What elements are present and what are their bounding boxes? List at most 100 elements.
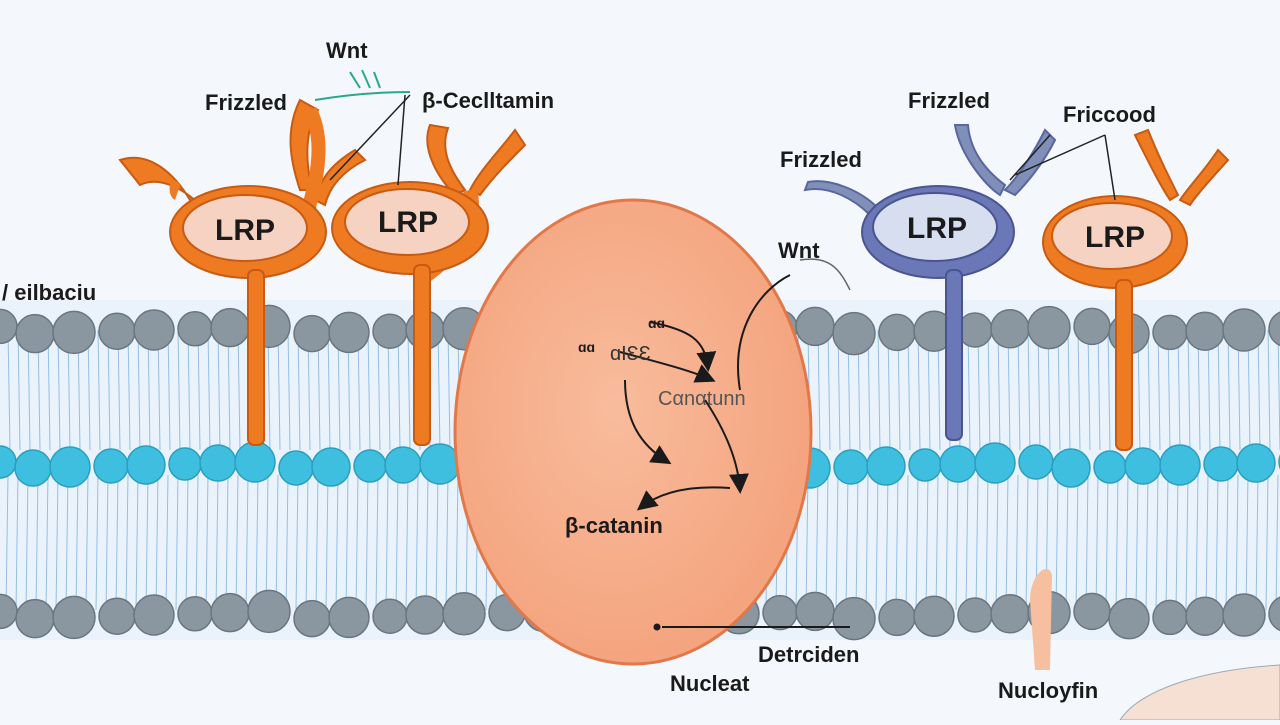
lrp-label-4: LRP <box>1085 221 1145 254</box>
lipid-head <box>1073 307 1111 346</box>
frizzled-label-right: Frizzled <box>780 147 862 172</box>
lipid-tail <box>425 474 429 611</box>
lipid-tail <box>377 329 381 451</box>
small-label-3: ɑIƐƐ <box>610 343 651 365</box>
lipid-head <box>419 443 461 485</box>
lipid-tail <box>845 474 849 611</box>
lipid-head <box>1236 443 1276 483</box>
lipid-tail <box>125 474 129 611</box>
lipid-head <box>795 306 835 347</box>
lipid-tail <box>1255 474 1259 611</box>
frizzled-label-right-top: Frizzled <box>908 88 990 113</box>
lipid-tail <box>267 329 271 451</box>
lipid-tail <box>907 329 911 451</box>
lipid-tail <box>1025 474 1029 611</box>
lipid-tail <box>995 474 999 611</box>
lipid-tail <box>865 474 869 611</box>
lipid-tail <box>1145 474 1149 611</box>
lipid-head <box>939 445 977 483</box>
lipid-tail <box>445 474 449 611</box>
lipid-tail <box>1085 474 1089 611</box>
frizzled-receptor-left-1 <box>118 98 367 446</box>
lipid-tail <box>1047 329 1051 451</box>
lipid-tail <box>1107 329 1111 451</box>
lipid-tail <box>877 329 881 451</box>
lipid-tail <box>155 474 159 611</box>
lipid-tail <box>1265 474 1269 611</box>
lipid-tail <box>105 474 109 611</box>
frizzled-receptor-left-2 <box>331 123 527 446</box>
lipid-head <box>353 449 387 483</box>
lipid-tail <box>1217 329 1221 451</box>
lipid-tail <box>1135 474 1139 611</box>
lipid-tail <box>97 329 101 451</box>
lipid-tail <box>57 329 61 451</box>
lipid-tail <box>1065 474 1069 611</box>
lipid-tail <box>225 474 229 611</box>
lipid-tail <box>955 474 959 611</box>
lipid-head <box>15 598 55 639</box>
lipid-tail <box>1157 329 1161 451</box>
lipid-head <box>14 449 52 487</box>
lipid-tail <box>837 329 841 451</box>
lipid-tail <box>935 474 939 611</box>
lipid-tail <box>817 329 821 451</box>
lipid-tail <box>1077 329 1081 451</box>
lipid-tail <box>255 474 259 611</box>
lipid-head <box>1222 308 1266 352</box>
lipid-head <box>199 444 237 482</box>
lipid-head <box>15 313 55 354</box>
lipid-tail <box>327 329 331 451</box>
lipid-tail <box>375 474 379 611</box>
lipid-tail <box>75 474 79 611</box>
lipid-head <box>247 589 291 634</box>
lipid-tail <box>885 474 889 611</box>
small-label-2: ɑɑ <box>578 339 595 355</box>
lipid-head <box>1185 596 1225 636</box>
lipid-head <box>1051 448 1091 488</box>
lipid-head <box>210 307 250 348</box>
lipid-tail <box>325 474 329 611</box>
lipid-tail <box>1015 474 1019 611</box>
lipid-tail <box>1227 329 1231 451</box>
lipid-head <box>52 310 96 355</box>
nucleus <box>453 198 813 666</box>
lipid-tail <box>1005 474 1009 611</box>
lipid-tail <box>385 474 389 611</box>
lipid-head <box>52 595 96 640</box>
lower-protein-shape <box>1030 569 1052 670</box>
lipid-tail <box>65 474 69 611</box>
lipid-tail <box>365 474 369 611</box>
lipid-tail <box>25 474 29 611</box>
lipid-head <box>990 309 1030 349</box>
lipid-head <box>372 598 408 634</box>
lipid-head <box>384 446 422 484</box>
lipid-head <box>98 597 136 635</box>
nuclogfin-label: Nucloyfin <box>998 678 1098 703</box>
lipid-tail <box>1037 329 1041 451</box>
lipid-tail <box>297 329 301 451</box>
lipid-tail <box>237 329 241 451</box>
lipid-head <box>833 449 869 485</box>
lipid-tail <box>235 474 239 611</box>
frizzled-label-left: Frizzled <box>205 90 287 115</box>
lipid-tail <box>915 474 919 611</box>
lipid-head <box>1159 444 1201 486</box>
lipid-head <box>957 312 993 348</box>
lipid-tail <box>825 474 829 611</box>
lipid-tail <box>85 474 89 611</box>
lipid-tail <box>827 329 831 451</box>
lipid-tail <box>925 474 929 611</box>
lipid-tail <box>1055 474 1059 611</box>
wnt-label-right: Wnt <box>778 238 820 263</box>
lipid-tail <box>1115 474 1119 611</box>
lipid-tail <box>287 329 291 451</box>
lipid-head <box>990 594 1030 634</box>
wnt-label-top: Wnt <box>326 38 368 63</box>
lipid-tail <box>1275 474 1279 611</box>
lipid-tail <box>165 474 169 611</box>
lipid-tail <box>447 329 451 451</box>
lipid-tail <box>87 329 91 451</box>
lipid-head <box>133 309 175 351</box>
lrp-label-1: LRP <box>215 214 275 247</box>
